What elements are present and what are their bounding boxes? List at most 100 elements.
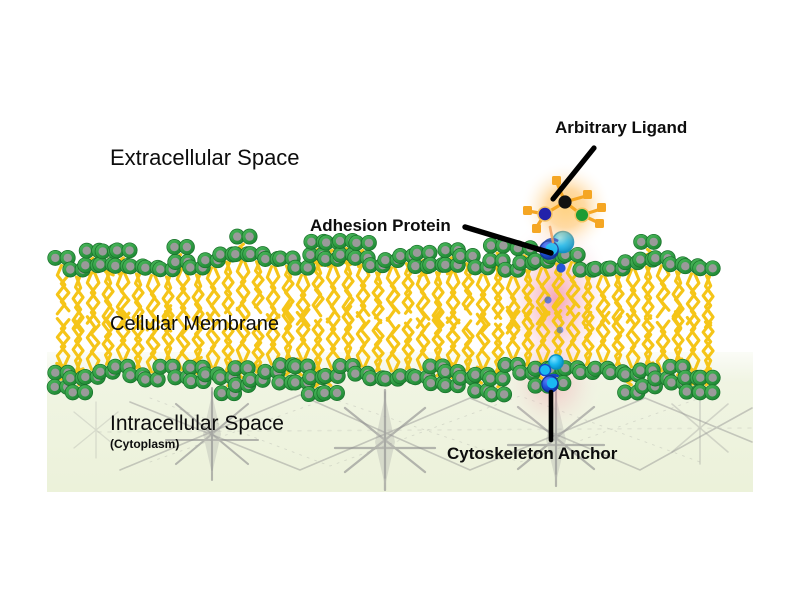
callout-leader-lines <box>462 145 597 443</box>
lipid-head-group <box>78 242 95 259</box>
lipid-head-group <box>377 252 394 269</box>
lipid-head-group <box>633 233 650 250</box>
protein-intramembrane-segment <box>544 263 566 334</box>
lipid-head-group <box>239 360 256 377</box>
ligand-hub-node <box>558 195 572 209</box>
lipid-head-group <box>318 234 335 251</box>
lipid-head-group <box>360 234 377 251</box>
lipid-head-group <box>632 251 649 268</box>
lipid-head-group <box>152 358 169 375</box>
lipid-head-group <box>317 368 334 384</box>
phospholipid-bilayer <box>46 228 721 403</box>
lipid-head-group <box>152 261 169 278</box>
lipid-head-group <box>617 384 634 401</box>
label-arbitrary-ligand: Arbitrary Ligand <box>555 118 687 137</box>
lipid-head-group <box>347 249 364 266</box>
lipid-head-group <box>409 244 425 261</box>
lipid-head-group <box>332 246 349 263</box>
lipid-head-group <box>182 359 199 376</box>
label-intracellular-sub: (Cytoplasm) <box>110 437 179 451</box>
cytoskeleton-anchor-junctions <box>73 386 729 492</box>
lipid-head-group <box>348 234 365 251</box>
lipid-head-group <box>632 362 649 379</box>
lipid-head-group <box>213 385 230 402</box>
lipid-head-group <box>303 233 320 250</box>
lipid-head-group <box>677 258 694 275</box>
lipid-head-group <box>197 252 214 269</box>
ligand-blue-node <box>537 206 553 222</box>
lipid-head-group <box>497 261 514 278</box>
lipid-head-group <box>362 257 379 274</box>
lipid-head-group <box>527 252 544 269</box>
lipid-head-group <box>62 370 79 387</box>
arbitrary-ligand <box>520 162 612 254</box>
lipid-head-group <box>62 261 79 278</box>
label-cytoskeleton-anchor: Cytoskeleton Anchor <box>447 444 618 463</box>
lipid-head-group <box>467 366 484 383</box>
lipid-head-group <box>272 250 289 267</box>
lipid-head-group <box>392 248 409 264</box>
lipid-head-group <box>242 371 259 388</box>
lipid-head-group <box>437 363 454 380</box>
lipid-head-group <box>332 233 348 249</box>
lipid-head-group <box>300 386 317 403</box>
lipid-head-group <box>257 251 274 267</box>
lipid-head-group <box>377 370 394 387</box>
lipid-head-group <box>122 258 139 275</box>
lipid-head-group <box>272 357 289 374</box>
lipid-head-group <box>527 377 544 394</box>
label-adhesion-protein: Adhesion Protein <box>310 216 451 235</box>
label-cellular-membrane: Cellular Membrane <box>110 313 279 335</box>
ligand-green-node <box>574 207 590 223</box>
lipid-head-group <box>107 257 124 274</box>
lipid-head-group <box>662 256 679 273</box>
lipid-head-group <box>167 254 184 270</box>
lipid-head-group <box>94 243 111 260</box>
lipid-head-group <box>137 259 154 276</box>
lipid-head-group <box>662 358 679 375</box>
lipid-head-group <box>329 385 345 401</box>
lipid-head-group <box>77 384 94 401</box>
lipid-head-group <box>242 246 259 263</box>
lipid-head-group <box>407 369 424 386</box>
ligand-terminals <box>523 176 606 233</box>
lipid-head-group <box>482 370 499 387</box>
lipid-head-group <box>494 370 511 387</box>
lipid-head-group <box>704 260 721 277</box>
lipid-head-group <box>704 369 721 386</box>
lipid-head-group <box>182 373 199 390</box>
lipid-head-group <box>332 358 349 375</box>
lipid-head-group <box>663 374 680 391</box>
lipid-head-group <box>212 246 229 263</box>
lipid-head-group <box>497 357 514 373</box>
leader-arbitrary-ligand <box>550 145 597 202</box>
lipid-head-group <box>302 246 319 263</box>
lipid-head-group <box>437 377 454 394</box>
lipid-head-group <box>527 360 544 377</box>
lipid-head-groups <box>46 228 721 403</box>
lipid-head-group <box>227 246 244 263</box>
lipid-head-group <box>241 228 258 245</box>
lipid-head-group <box>92 363 109 380</box>
lipid-head-group <box>496 386 513 403</box>
lipid-head-group <box>197 366 214 383</box>
lipid-head-group <box>302 369 319 386</box>
label-intracellular-space: Intracellular Space <box>110 412 284 435</box>
lipid-head-group <box>437 256 454 273</box>
lipid-head-group <box>149 371 166 388</box>
lipid-head-group <box>512 254 529 271</box>
lipid-head-group <box>362 370 379 387</box>
lipid-head-group <box>316 385 333 401</box>
lipid-head-group <box>271 374 288 391</box>
lipid-head-group <box>121 242 138 259</box>
lipid-head-group <box>587 360 604 377</box>
lipid-head-group <box>229 228 246 245</box>
lipid-head-group <box>227 377 244 393</box>
lipid-head-group <box>617 254 634 271</box>
lipid-head-group <box>287 259 304 276</box>
lipid-head-group <box>299 259 316 276</box>
